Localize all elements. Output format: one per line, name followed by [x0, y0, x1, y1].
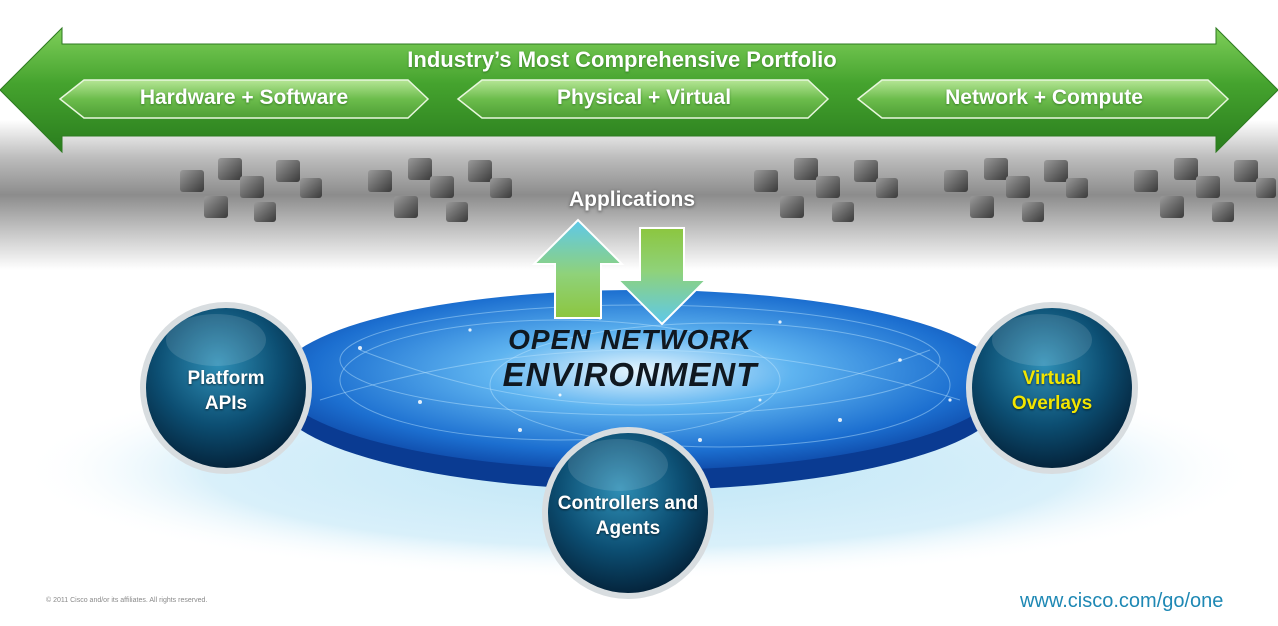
platform-title-line2: ENVIRONMENT: [502, 356, 758, 393]
portfolio-title: Industry’s Most Comprehensive Portfolio: [407, 47, 837, 72]
segment-label-network-compute: Network + Compute: [945, 86, 1143, 109]
orb-bottom-line2: Agents: [595, 518, 661, 539]
orb-bottom: [548, 433, 708, 593]
platform-title-line1: OPEN NETWORK: [508, 324, 752, 355]
up-arrow: [531, 218, 625, 319]
applications-label: Applications: [568, 188, 695, 211]
platform-disc: [278, 290, 1002, 470]
orb-right-line1: Virtual: [1022, 368, 1082, 389]
orb-right: [972, 308, 1132, 468]
segment-arrow-2: [456, 79, 830, 119]
orb-bottom-line1: Controllers and: [557, 493, 699, 514]
segment-label-physical-virtual: Physical + Virtual: [556, 86, 732, 109]
segment-arrow-3: [856, 79, 1230, 119]
cube-cluster-2: [368, 158, 512, 222]
orb-right-label: Virtual Overlays: [972, 366, 1132, 416]
orb-left-line2: APIs: [204, 393, 248, 414]
orb-left-label: Platform APIs: [146, 366, 306, 416]
orb-left-line1: Platform: [187, 368, 265, 389]
cisco-url-link[interactable]: www.cisco.com/go/one: [1020, 590, 1224, 612]
segment-label-hardware-software: Hardware + Software: [139, 86, 349, 109]
copyright-text: © 2011 Cisco and/or its affiliates. All …: [46, 597, 208, 604]
network-lines: [319, 304, 961, 448]
cube-cluster-4: [944, 158, 1088, 222]
down-arrow: [615, 227, 709, 326]
orb-right-line2: Overlays: [1011, 393, 1093, 414]
orb-bottom-label: Controllers and Agents: [540, 491, 716, 541]
network-dots: [358, 316, 952, 442]
cube-cluster-3: [754, 158, 898, 222]
orb-left: [146, 308, 306, 468]
cube-cluster-5: [1134, 158, 1276, 222]
segment-arrow-1: [58, 79, 430, 119]
cube-cluster-1: [180, 158, 322, 222]
